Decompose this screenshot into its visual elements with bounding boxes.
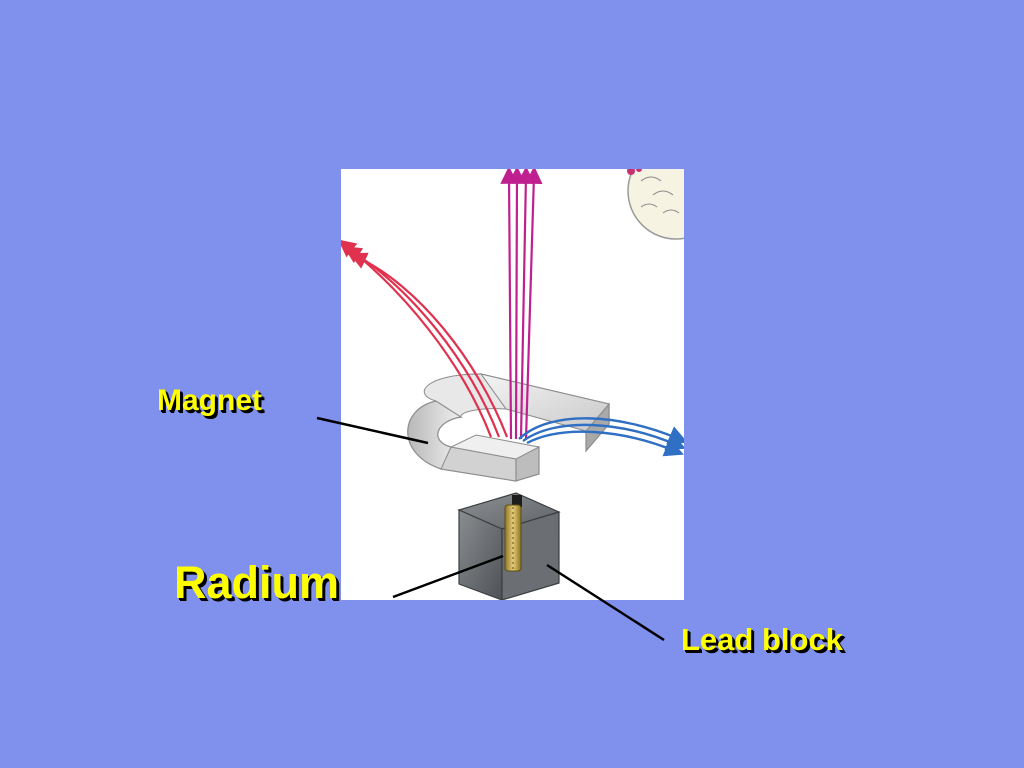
magnet-leader-line: [316, 416, 429, 445]
magnet-label: Magnet: [157, 384, 262, 417]
radium-leader-line: [392, 554, 504, 599]
beta-rays: [518, 417, 688, 457]
alpha-rays: [338, 239, 509, 438]
lead-block-label: Lead block: [681, 622, 843, 657]
diagram-figure: [338, 142, 725, 601]
radium-label: Radium: [174, 557, 340, 608]
radium-tube: [504, 504, 522, 572]
gamma-rays: [500, 166, 543, 440]
lead-block-leader-line: [546, 563, 665, 642]
